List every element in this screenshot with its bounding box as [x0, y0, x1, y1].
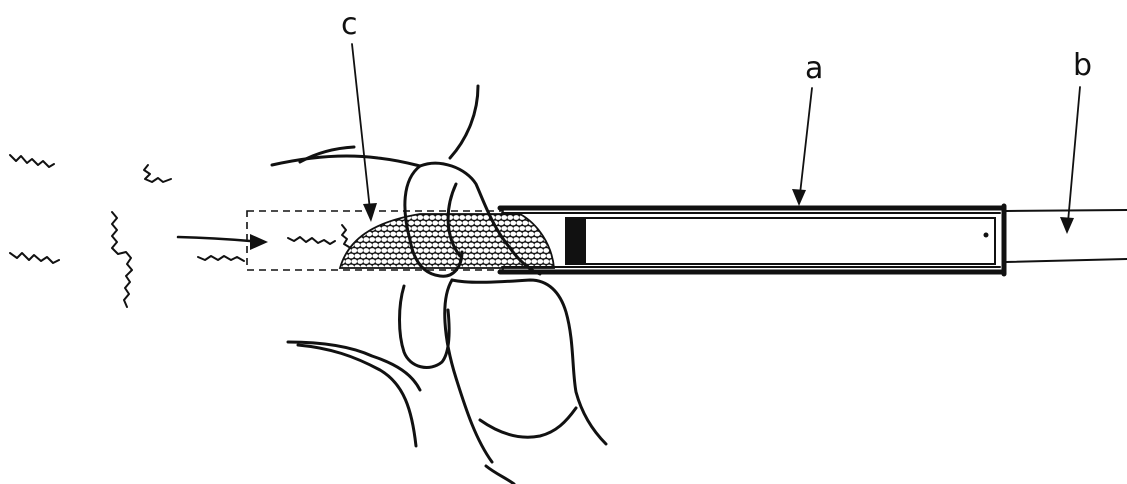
lower-knuckle-3: [452, 280, 606, 444]
air-line-4: [112, 212, 132, 307]
label-c: c: [341, 7, 358, 42]
airflow-arrow: [178, 234, 268, 250]
inner-chamber: [566, 218, 995, 264]
filter-holder-a: [500, 206, 1004, 274]
label-a: a: [805, 51, 823, 86]
air-line-7: [342, 225, 349, 247]
air-line-3: [10, 253, 59, 263]
lower-knuckle-2: [445, 280, 492, 462]
lower-knuckle-1: [400, 286, 450, 367]
chamber-dot: [984, 233, 989, 238]
upper-finger: [272, 156, 420, 166]
lower-finger-1b: [298, 345, 416, 446]
label-b: b: [1073, 48, 1092, 83]
air-flow-lines: [10, 155, 349, 307]
hand-outline: [272, 86, 606, 484]
lower-palm: [480, 408, 576, 437]
air-line-5: [198, 256, 244, 261]
air-line-1: [10, 155, 54, 167]
upper-back: [450, 86, 478, 158]
air-line-2: [144, 165, 171, 182]
air-line-6: [288, 237, 335, 244]
inner-plug: [566, 218, 586, 264]
lower-finger-1: [288, 342, 420, 390]
lower-wrist: [486, 466, 514, 484]
